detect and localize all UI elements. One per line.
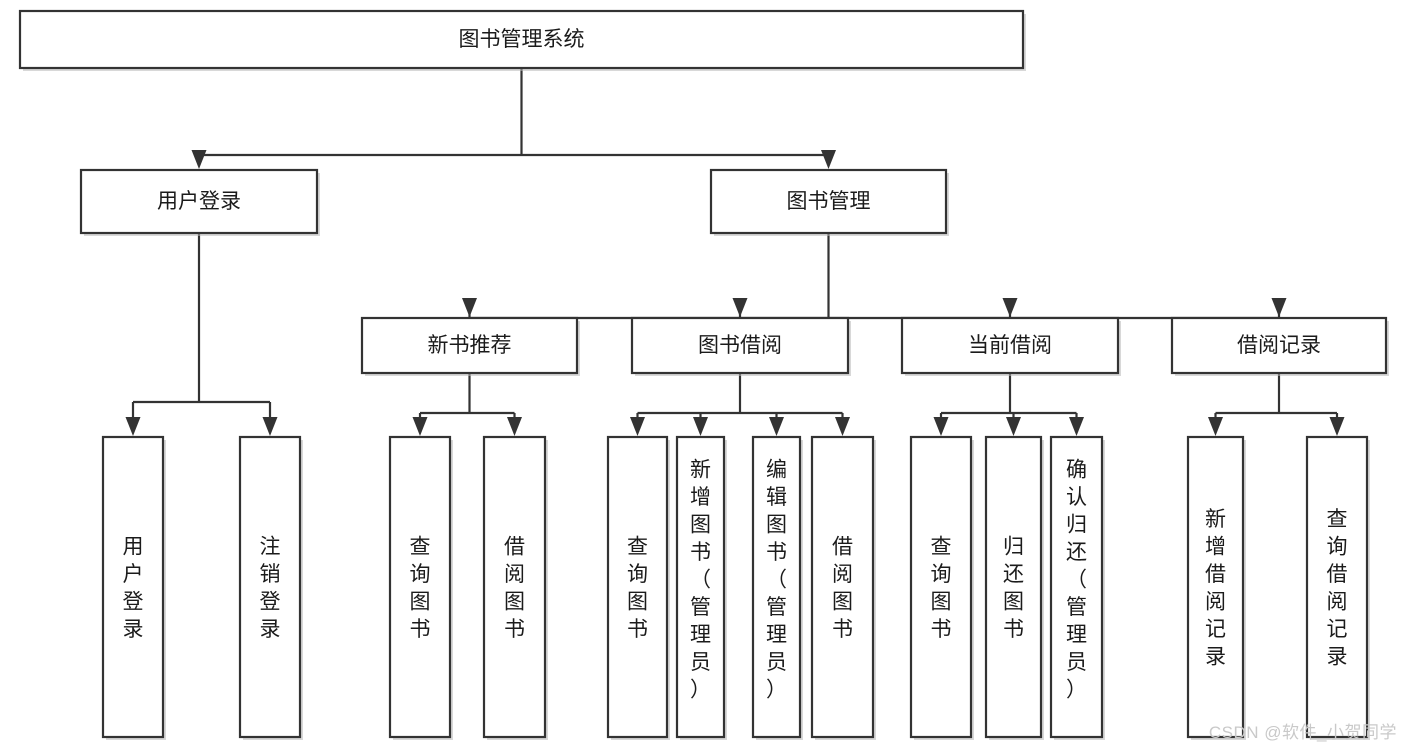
arrow-head-icon xyxy=(693,417,708,436)
node-box[interactable] xyxy=(482,435,547,739)
arrow-head-icon xyxy=(1271,298,1287,317)
node-label: 图书管理 xyxy=(787,190,871,213)
arrow-head-icon xyxy=(630,417,645,436)
node-box[interactable] xyxy=(630,316,850,375)
node-label: 归还图书 xyxy=(1003,535,1024,641)
node-box[interactable] xyxy=(751,435,802,739)
node-label: 注销登录 xyxy=(260,535,281,641)
node-box[interactable] xyxy=(79,168,319,235)
node-user-login[interactable]: 用户登录 xyxy=(79,168,320,236)
node-box[interactable] xyxy=(101,435,165,739)
arrow-head-icon xyxy=(1208,417,1223,436)
node-label: 编辑图书（管理员） xyxy=(766,458,787,701)
node-box[interactable] xyxy=(709,168,948,235)
node-leaf-query-book-2[interactable]: 查询图书 xyxy=(606,435,670,740)
node-leaf-add-book[interactable]: 新增图书（管理员） xyxy=(675,435,727,740)
node-label: 借阅图书 xyxy=(504,535,525,641)
node-box[interactable] xyxy=(1186,435,1245,739)
node-box[interactable] xyxy=(238,435,302,739)
node-label: 确认归还（管理员） xyxy=(1066,458,1087,701)
node-leaf-borrow-book-1[interactable]: 借阅图书 xyxy=(482,435,548,740)
node-leaf-borrow-book-2[interactable]: 借阅图书 xyxy=(810,435,876,740)
node-leaf-user-login[interactable]: 用户登录 xyxy=(101,435,166,740)
node-box[interactable] xyxy=(675,435,726,739)
arrow-head-icon xyxy=(412,417,428,436)
node-box[interactable] xyxy=(388,435,452,739)
arrow-head-icon xyxy=(1069,417,1084,436)
node-box[interactable] xyxy=(900,316,1120,375)
arrow-head-icon xyxy=(1002,298,1018,317)
node-box[interactable] xyxy=(360,316,579,375)
node-box[interactable] xyxy=(984,435,1043,739)
node-label: 查询图书 xyxy=(627,535,648,641)
node-label: 查询图书 xyxy=(410,535,431,641)
arrow-head-icon xyxy=(462,298,477,317)
edge-layer xyxy=(125,68,1345,436)
node-box[interactable] xyxy=(1305,435,1369,739)
arrow-head-icon xyxy=(507,417,522,436)
node-label: 新书推荐 xyxy=(428,334,512,357)
node-label: 借阅记录 xyxy=(1237,334,1321,357)
node-label: 新增借阅记录 xyxy=(1205,508,1226,669)
arrow-head-icon xyxy=(933,417,949,436)
node-label: 图书管理系统 xyxy=(459,28,585,51)
node-label: 新增图书（管理员） xyxy=(690,458,711,701)
node-leaf-user-logout[interactable]: 注销登录 xyxy=(238,435,303,740)
arrow-head-icon xyxy=(769,417,784,436)
node-box[interactable] xyxy=(810,435,875,739)
node-layer: 图书管理系统用户登录图书管理新书推荐图书借阅当前借阅借阅记录用户登录注销登录查询… xyxy=(18,9,1389,740)
arrow-head-icon xyxy=(1329,417,1345,436)
arrow-head-icon xyxy=(262,417,278,436)
node-box[interactable] xyxy=(1170,316,1388,375)
node-label: 借阅图书 xyxy=(832,535,853,641)
node-book-manage[interactable]: 图书管理 xyxy=(709,168,949,236)
node-leaf-query-record[interactable]: 查询借阅记录 xyxy=(1305,435,1370,740)
arrow-head-icon xyxy=(835,417,850,436)
node-leaf-query-book-1[interactable]: 查询图书 xyxy=(388,435,453,740)
node-root[interactable]: 图书管理系统 xyxy=(18,9,1026,71)
node-label: 查询图书 xyxy=(931,535,952,641)
node-leaf-query-book-3[interactable]: 查询图书 xyxy=(909,435,974,740)
node-label: 用户登录 xyxy=(157,190,241,213)
arrow-head-icon xyxy=(125,417,141,436)
node-label: 查询借阅记录 xyxy=(1327,508,1348,669)
node-leaf-return-book[interactable]: 归还图书 xyxy=(984,435,1044,740)
arrow-head-icon xyxy=(191,150,207,169)
node-leaf-confirm-return[interactable]: 确认归还（管理员） xyxy=(1049,435,1105,740)
node-box[interactable] xyxy=(18,9,1025,70)
node-current-borrow[interactable]: 当前借阅 xyxy=(900,316,1121,376)
arrow-head-icon xyxy=(732,298,748,317)
watermark-label: CSDN @软件_小贺同学 xyxy=(1208,723,1397,742)
node-box[interactable] xyxy=(909,435,973,739)
node-book-borrow[interactable]: 图书借阅 xyxy=(630,316,851,376)
node-borrow-record[interactable]: 借阅记录 xyxy=(1170,316,1389,376)
node-new-book-rec[interactable]: 新书推荐 xyxy=(360,316,580,376)
arrow-head-icon xyxy=(1006,417,1021,436)
node-label: 图书借阅 xyxy=(698,334,782,357)
node-label: 当前借阅 xyxy=(968,334,1052,357)
arrow-head-icon xyxy=(821,150,836,169)
node-box[interactable] xyxy=(606,435,669,739)
node-leaf-add-record[interactable]: 新增借阅记录 xyxy=(1186,435,1246,740)
node-label: 用户登录 xyxy=(123,535,144,641)
node-box[interactable] xyxy=(1049,435,1104,739)
node-leaf-edit-book[interactable]: 编辑图书（管理员） xyxy=(751,435,803,740)
